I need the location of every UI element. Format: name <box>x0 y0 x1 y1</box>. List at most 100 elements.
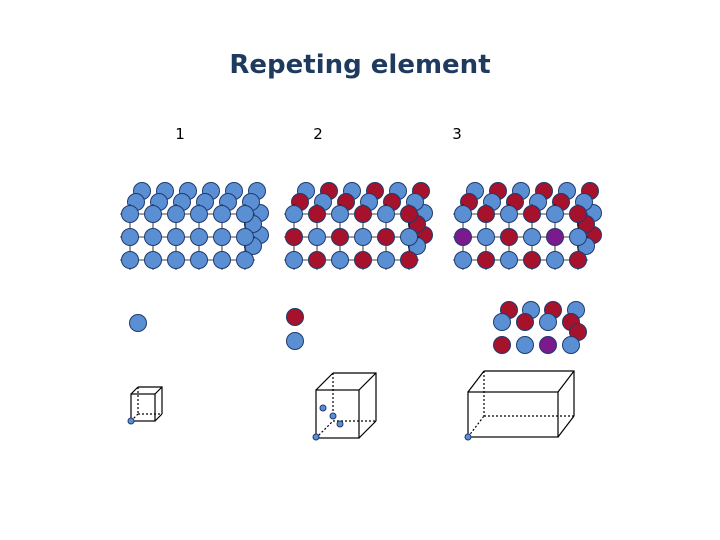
slide-title: Repeting element <box>229 50 491 80</box>
atom <box>213 205 231 223</box>
atom <box>546 251 564 269</box>
atom <box>144 205 162 223</box>
cell-edge <box>358 420 377 439</box>
atom <box>331 251 349 269</box>
atom <box>377 251 395 269</box>
cell-edge <box>154 386 163 395</box>
atom <box>516 313 534 331</box>
atom <box>523 228 541 246</box>
atom <box>493 336 511 354</box>
atom <box>477 228 495 246</box>
atom <box>477 205 495 223</box>
atom <box>493 313 511 331</box>
atom <box>308 251 326 269</box>
atom <box>377 228 395 246</box>
origin-atom <box>464 433 472 441</box>
cell-back-edge <box>484 370 575 416</box>
atom <box>190 205 208 223</box>
unit-cell-3 <box>464 370 575 441</box>
cell-front-face <box>130 393 156 422</box>
atom <box>354 205 372 223</box>
atom <box>539 336 557 354</box>
atom <box>144 251 162 269</box>
atom <box>354 228 372 246</box>
atom <box>546 205 564 223</box>
atom <box>500 228 518 246</box>
lattice-block-1 <box>120 182 269 270</box>
atom <box>308 228 326 246</box>
cell-edge <box>557 370 575 393</box>
atom <box>285 205 303 223</box>
atom <box>539 313 557 331</box>
atom <box>285 228 303 246</box>
cell-front-face <box>315 389 360 439</box>
cell-front-face <box>467 391 559 438</box>
basis-atom <box>329 412 337 420</box>
atom <box>569 251 587 269</box>
lattice-block-3 <box>453 182 602 270</box>
atom <box>500 251 518 269</box>
atom <box>121 228 139 246</box>
cell-edge <box>467 370 485 393</box>
atom <box>354 251 372 269</box>
atom <box>454 205 472 223</box>
atom <box>331 228 349 246</box>
atom <box>144 228 162 246</box>
cell-edge <box>130 386 139 395</box>
atom <box>190 228 208 246</box>
unit-cell-2 <box>312 372 377 441</box>
lattice-block-2 <box>284 182 433 270</box>
repeating-element-3 <box>493 301 587 354</box>
atom <box>167 228 185 246</box>
cell-hidden-edge <box>467 415 485 438</box>
atom <box>167 251 185 269</box>
cell-edge <box>358 372 377 391</box>
atom <box>236 228 254 246</box>
atom <box>286 332 304 350</box>
atom <box>213 228 231 246</box>
atom <box>377 205 395 223</box>
atom <box>569 205 587 223</box>
repeating-element-1 <box>129 314 147 332</box>
atom <box>308 205 326 223</box>
unit-cell-1 <box>127 386 163 425</box>
atom <box>454 228 472 246</box>
lattice-block-1-middle-layer <box>127 193 262 255</box>
column-label-1: 1 <box>175 125 185 143</box>
atom <box>236 251 254 269</box>
lattice-block-1-front-layer <box>120 204 255 270</box>
atom <box>400 205 418 223</box>
atom <box>190 251 208 269</box>
atom <box>500 205 518 223</box>
atom <box>129 314 147 332</box>
atom <box>236 205 254 223</box>
atom <box>562 336 580 354</box>
basis-atom <box>319 404 327 412</box>
column-label-3: 3 <box>452 125 462 143</box>
atom <box>121 205 139 223</box>
origin-atom <box>127 417 135 425</box>
atom <box>516 336 534 354</box>
atom <box>285 251 303 269</box>
atom <box>400 228 418 246</box>
repeating-element-2 <box>286 308 304 350</box>
atom <box>477 251 495 269</box>
atom <box>523 205 541 223</box>
atom <box>523 251 541 269</box>
lattice-block-3-middle-layer <box>460 193 595 255</box>
cell-edge <box>315 372 334 391</box>
basis-atom <box>336 420 344 428</box>
atom <box>213 251 231 269</box>
atom <box>546 228 564 246</box>
atom <box>167 205 185 223</box>
atom <box>400 251 418 269</box>
column-label-2: 2 <box>313 125 323 143</box>
atom <box>454 251 472 269</box>
lattice-block-3-front-layer <box>453 204 588 270</box>
atom <box>331 205 349 223</box>
origin-atom <box>312 433 320 441</box>
cell-edge <box>557 415 575 438</box>
atom <box>286 308 304 326</box>
cell-edge <box>154 413 163 422</box>
